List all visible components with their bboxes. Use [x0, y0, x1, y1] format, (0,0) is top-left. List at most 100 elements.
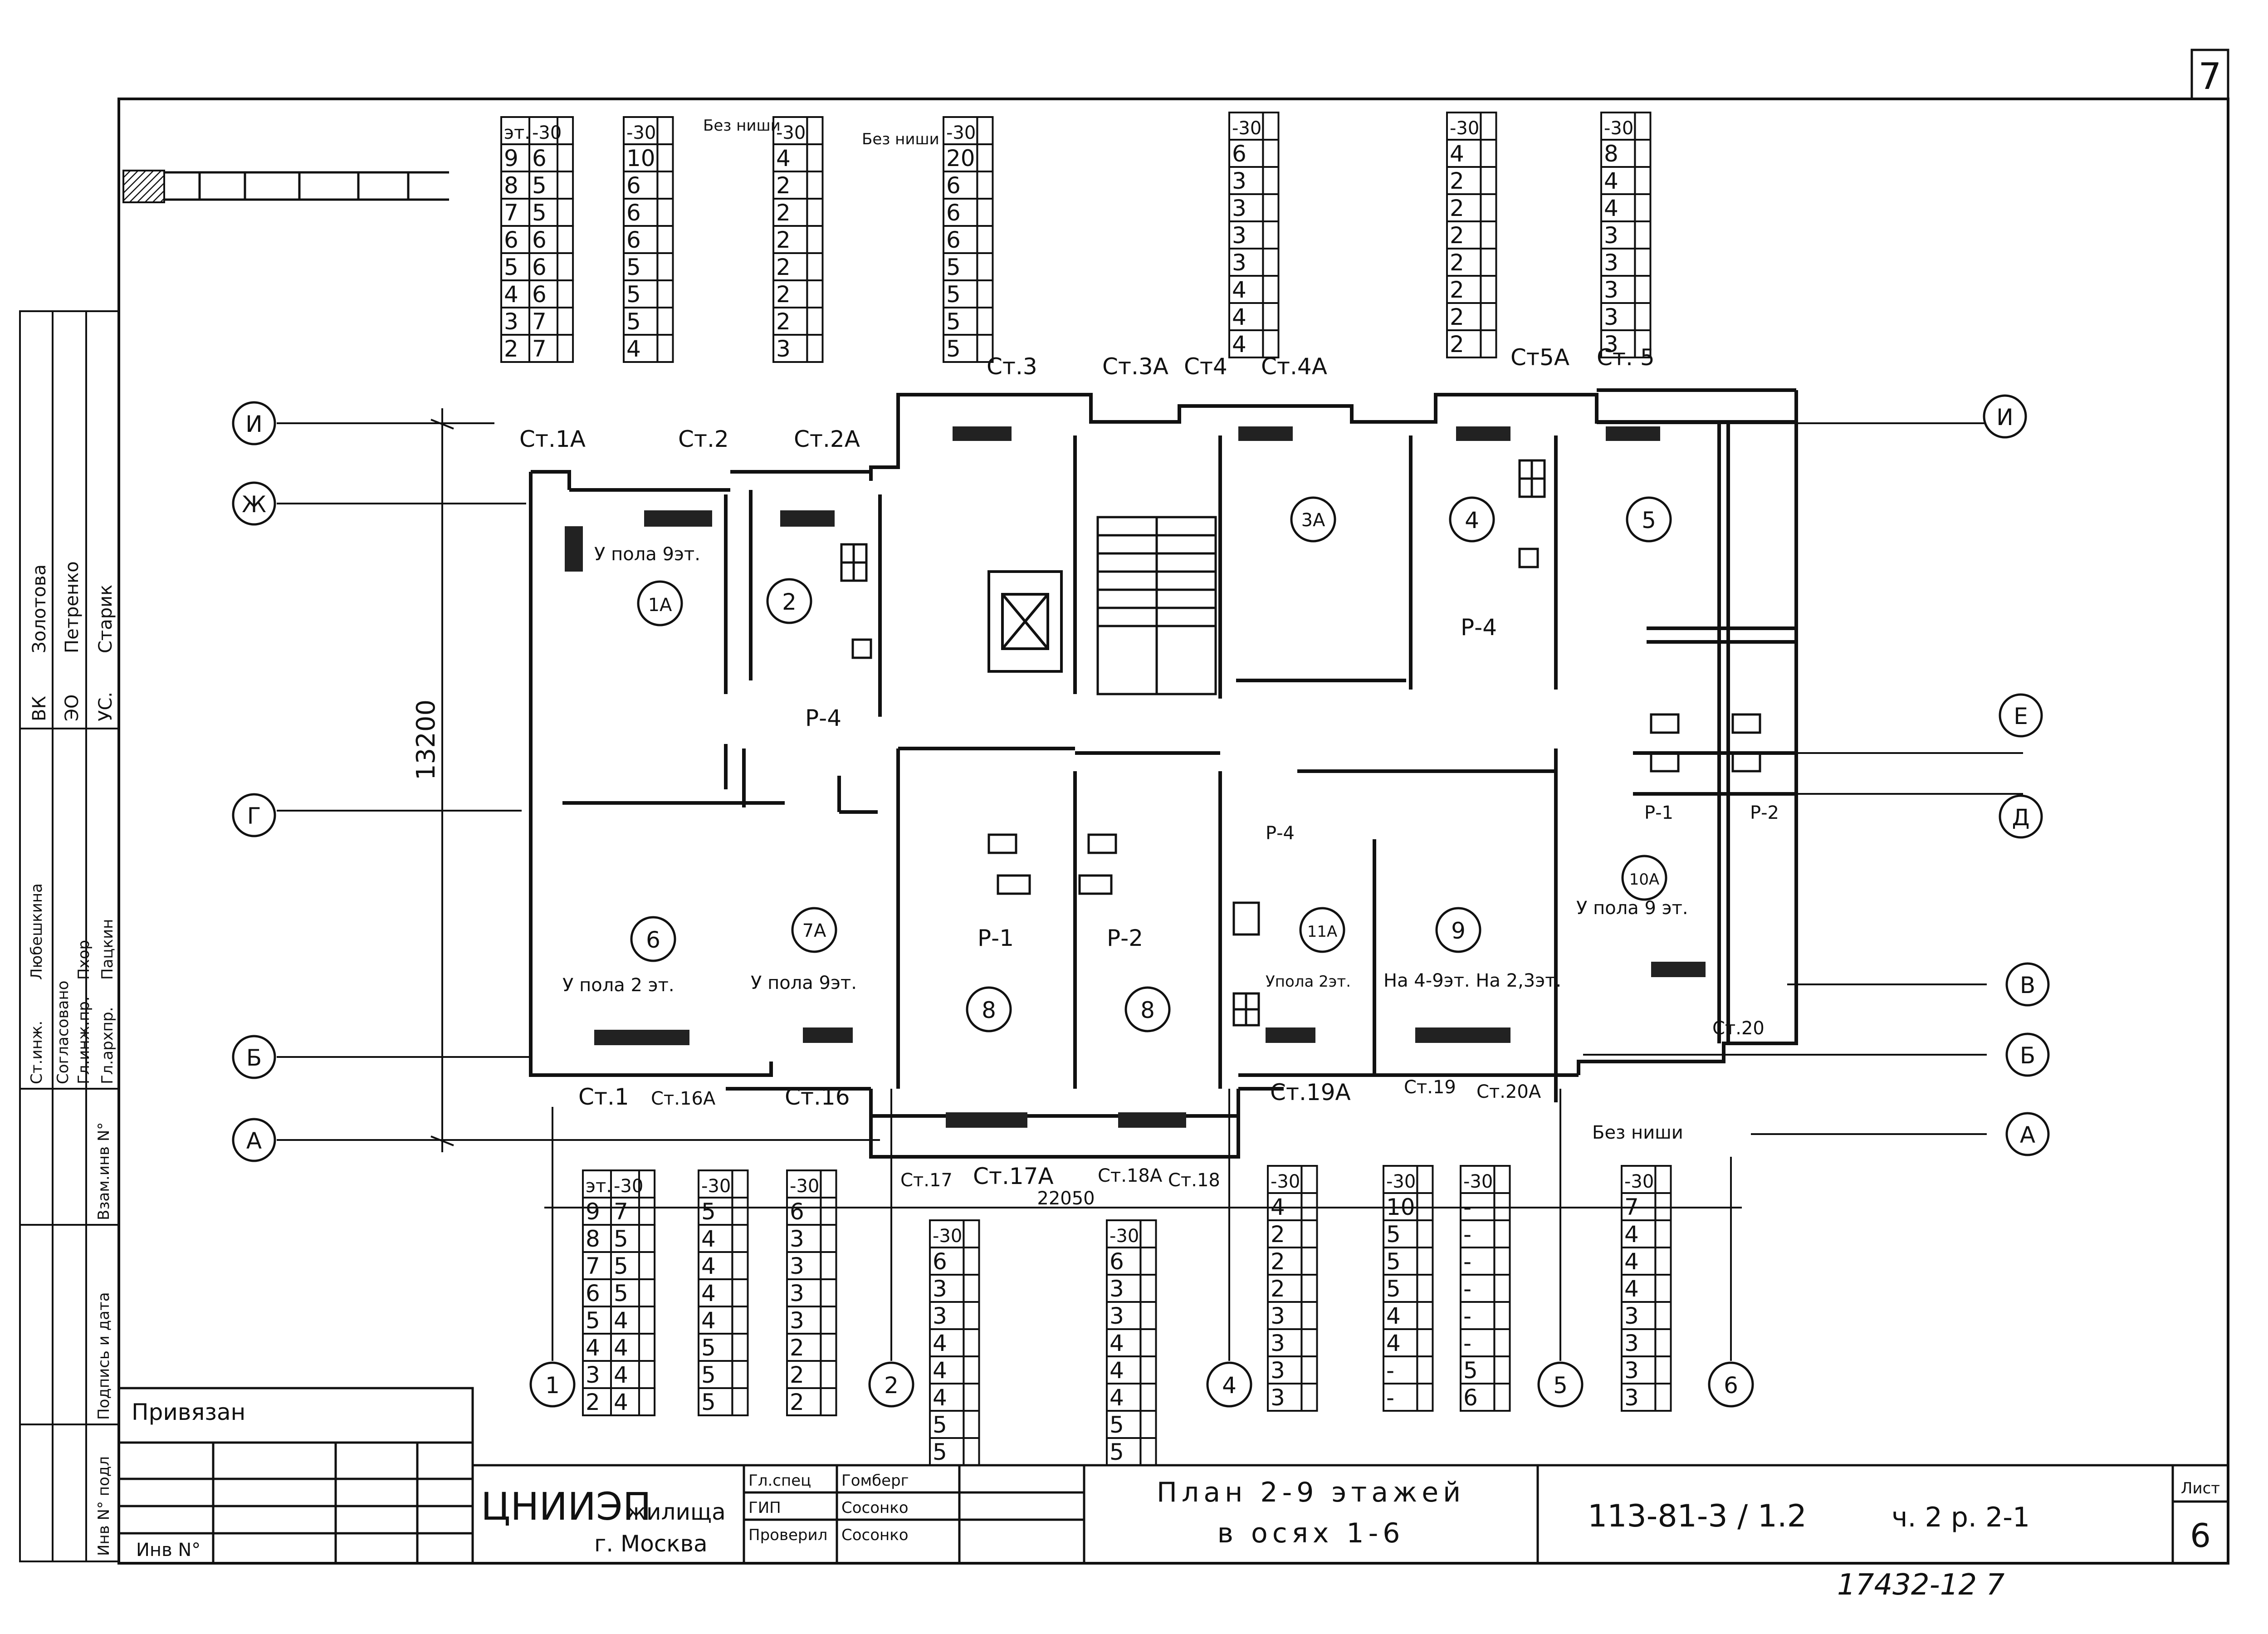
- side-role: Гл.архпр.: [98, 1007, 117, 1084]
- room-number: 8: [966, 986, 1012, 1032]
- schedule-cell: -30: [626, 122, 656, 143]
- schedule-cell: 6: [504, 227, 518, 253]
- schedule-cell: 5: [586, 1307, 600, 1334]
- schedule-cell: 8: [504, 172, 518, 199]
- fixture-labels: Р-4 Р-4 Р-4 Р-1 Р-2 Р-1 Р-2: [805, 614, 1779, 951]
- schedule-cell: 4: [1450, 141, 1464, 167]
- schedule-cell: 4: [1271, 1194, 1285, 1220]
- schedule-cell: 8: [586, 1226, 600, 1252]
- schedule-cell: 5: [614, 1226, 628, 1252]
- approval-name: Золотова: [29, 564, 50, 653]
- top-sheet-number-box: [2190, 49, 2229, 100]
- svg-text:В: В: [2020, 972, 2035, 998]
- schedule-cell: 20: [946, 145, 975, 171]
- schedule-cell: 2: [776, 172, 791, 199]
- svg-text:А: А: [2020, 1122, 2035, 1148]
- side-name: Любешкина: [28, 883, 46, 980]
- schedule-cell: 3: [1232, 168, 1246, 194]
- schedule-cell: -30: [1271, 1171, 1300, 1192]
- schedule-cell: эт.: [586, 1176, 612, 1197]
- schedule-cell: 3: [776, 336, 791, 362]
- bound-label: Привязан: [132, 1399, 245, 1425]
- room-number: 5: [1626, 496, 1672, 543]
- staff-role: Проверил: [748, 1526, 827, 1544]
- svg-text:1А: 1А: [648, 595, 672, 616]
- svg-text:6: 6: [646, 927, 660, 953]
- svg-text:2: 2: [782, 589, 797, 615]
- document-code: 113-81-3 / 1.2: [1588, 1498, 1807, 1534]
- building-walls: [529, 388, 1798, 1159]
- axis-marker-number: 5: [1537, 1361, 1584, 1408]
- schedule-table: -30------56: [1460, 1165, 1511, 1412]
- svg-text:22050: 22050: [1037, 1188, 1095, 1209]
- schedule-cell: 5: [946, 308, 961, 335]
- axis-marker-letter: Г: [232, 793, 276, 837]
- schedule-cell: 5: [626, 308, 641, 335]
- stairs-icon: [1096, 516, 1217, 695]
- note: Без ниши: [862, 130, 939, 148]
- riser-label: Ст.16А: [651, 1088, 716, 1109]
- schedule-cell: 5: [1386, 1221, 1401, 1248]
- riser-label: Ст.16: [785, 1084, 850, 1110]
- schedule-cell: 5: [933, 1412, 947, 1438]
- schedule-cell: 6: [586, 1280, 600, 1306]
- room-number: 9: [1435, 907, 1481, 953]
- staff-role: Гл.спец: [748, 1472, 811, 1490]
- note: У пола 9 эт.: [1576, 898, 1688, 919]
- schedule-cell: 6: [946, 200, 961, 226]
- schedule-cell: 2: [1450, 304, 1464, 330]
- riser-label: Ст.17А: [973, 1163, 1054, 1189]
- schedule-cell: 4: [504, 281, 518, 308]
- schedule-cell: -30: [946, 122, 976, 143]
- schedule-cell: 6: [946, 172, 961, 199]
- schedule-cell: 5: [946, 254, 961, 280]
- schedule-cell: 3: [1624, 1303, 1639, 1329]
- svg-text:Б: Б: [2020, 1042, 2035, 1069]
- svg-text:Е: Е: [2014, 703, 2028, 729]
- schedule-cell: 4: [1110, 1384, 1124, 1411]
- schedule-cell: 5: [532, 200, 547, 226]
- schedule-cell: 7: [614, 1199, 628, 1225]
- schedule-cell: -: [1463, 1330, 1471, 1356]
- schedule-cell: 4: [614, 1362, 628, 1388]
- svg-text:Г: Г: [247, 803, 261, 829]
- sink-icon: [840, 459, 1761, 1027]
- side-name: Пхор: [75, 940, 93, 980]
- room-number: 11А: [1299, 907, 1345, 953]
- room-numbers: 1А 2 3А 4 5 6 7А 8 8 9 10А 11А: [630, 496, 1672, 1032]
- schedule-cell: 3: [1271, 1303, 1285, 1329]
- riser-label: Ст.1А: [519, 426, 586, 452]
- schedule-cell: 4: [1110, 1330, 1124, 1356]
- riser-label: Ст.2А: [794, 426, 860, 452]
- schedule-cell: 2: [776, 227, 791, 253]
- schedule-cell: 3: [1604, 277, 1618, 303]
- schedule-cell: 5: [933, 1439, 947, 1465]
- schedule-cell: 5: [946, 336, 961, 362]
- schedule-cell: 6: [790, 1199, 804, 1225]
- schedule-cell: 4: [933, 1357, 947, 1384]
- axis-marker-number: 4: [1206, 1361, 1252, 1408]
- schedule-cell: 5: [614, 1253, 628, 1279]
- schedule-cell: 5: [701, 1335, 716, 1361]
- riser-label: Ст.3А: [1102, 353, 1168, 380]
- side-field: Инв N° подл: [95, 1456, 113, 1556]
- schedule-cell: 3: [1271, 1330, 1285, 1356]
- schedule-cell: 4: [586, 1335, 600, 1361]
- schedule-cell: 2: [1271, 1248, 1285, 1275]
- note: На 4-9эт. На 2,3эт.: [1383, 970, 1561, 991]
- schedule-cell: -30: [614, 1176, 643, 1197]
- schedule-cell: 3: [1624, 1384, 1639, 1411]
- svg-text:4: 4: [1465, 507, 1479, 533]
- fixture-label: Р-4: [805, 705, 841, 731]
- riser-label: Ст.19А: [1270, 1079, 1351, 1106]
- wall-fragment-icon: [122, 170, 449, 203]
- schedule-cell: 3: [1110, 1276, 1124, 1302]
- schedule-cell: 4: [1624, 1248, 1639, 1275]
- schedule-cell: 6: [626, 227, 641, 253]
- schedule-cell: 3: [1604, 222, 1618, 249]
